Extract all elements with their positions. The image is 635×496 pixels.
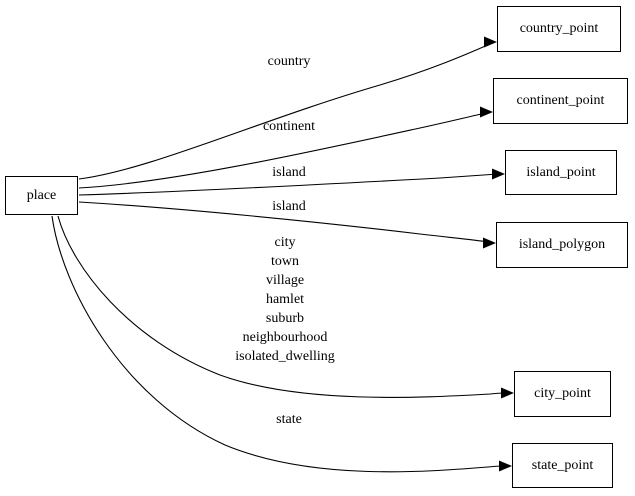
edge-state-path xyxy=(51,215,506,473)
node-label: island_point xyxy=(526,164,596,180)
edge-state-arrowhead xyxy=(499,460,512,472)
edge-island-point-arrowhead xyxy=(492,168,505,180)
edge-city-path xyxy=(57,215,508,398)
edge-island-polygon-path xyxy=(78,201,490,243)
edge-continent-arrowhead xyxy=(480,106,493,118)
edge-country-label: country xyxy=(267,54,311,69)
node-label: place xyxy=(26,187,57,203)
edge-continent-label: continent xyxy=(262,119,316,134)
node-label: continent_point xyxy=(516,93,605,108)
edge-island-polygon-label: island xyxy=(272,199,306,214)
node-place[interactable]: place xyxy=(5,176,78,215)
edge-island-point-label: island xyxy=(272,165,306,180)
edge-label-line: town xyxy=(270,254,299,269)
node-label: island_polygon xyxy=(518,237,606,252)
edge-label-line: city xyxy=(274,235,296,250)
edge-city-arrowhead xyxy=(501,387,514,399)
node-island_point[interactable]: island_point xyxy=(505,150,617,195)
node-state_point[interactable]: state_point xyxy=(512,443,613,488)
edge-label-line: village xyxy=(265,273,305,288)
node-island_polygon[interactable]: island_polygon xyxy=(496,222,628,268)
edge-island-point-path xyxy=(78,173,499,196)
edge-city-label: city town village hamlet suburb neighbourhood… xyxy=(235,233,335,366)
node-country_point[interactable]: country_point xyxy=(497,6,621,52)
edge-country-path xyxy=(78,43,491,180)
edge-country-arrowhead xyxy=(484,36,497,48)
node-label: state_point xyxy=(531,457,594,473)
node-continent_point[interactable]: continent_point xyxy=(493,78,628,124)
edge-continent-path xyxy=(78,112,487,189)
edge-label-line: neighbourhood xyxy=(242,330,328,345)
node-city_point[interactable]: city_point xyxy=(514,371,611,417)
node-label: city_point xyxy=(534,386,591,401)
edge-label-line: isolated_dwelling xyxy=(235,349,335,364)
edge-label-line: hamlet xyxy=(265,292,305,307)
node-label: country_point xyxy=(519,21,599,36)
edge-island-polygon-arrowhead xyxy=(483,237,496,249)
edge-label-line: suburb xyxy=(265,311,305,326)
edge-state-label: state xyxy=(276,412,302,427)
